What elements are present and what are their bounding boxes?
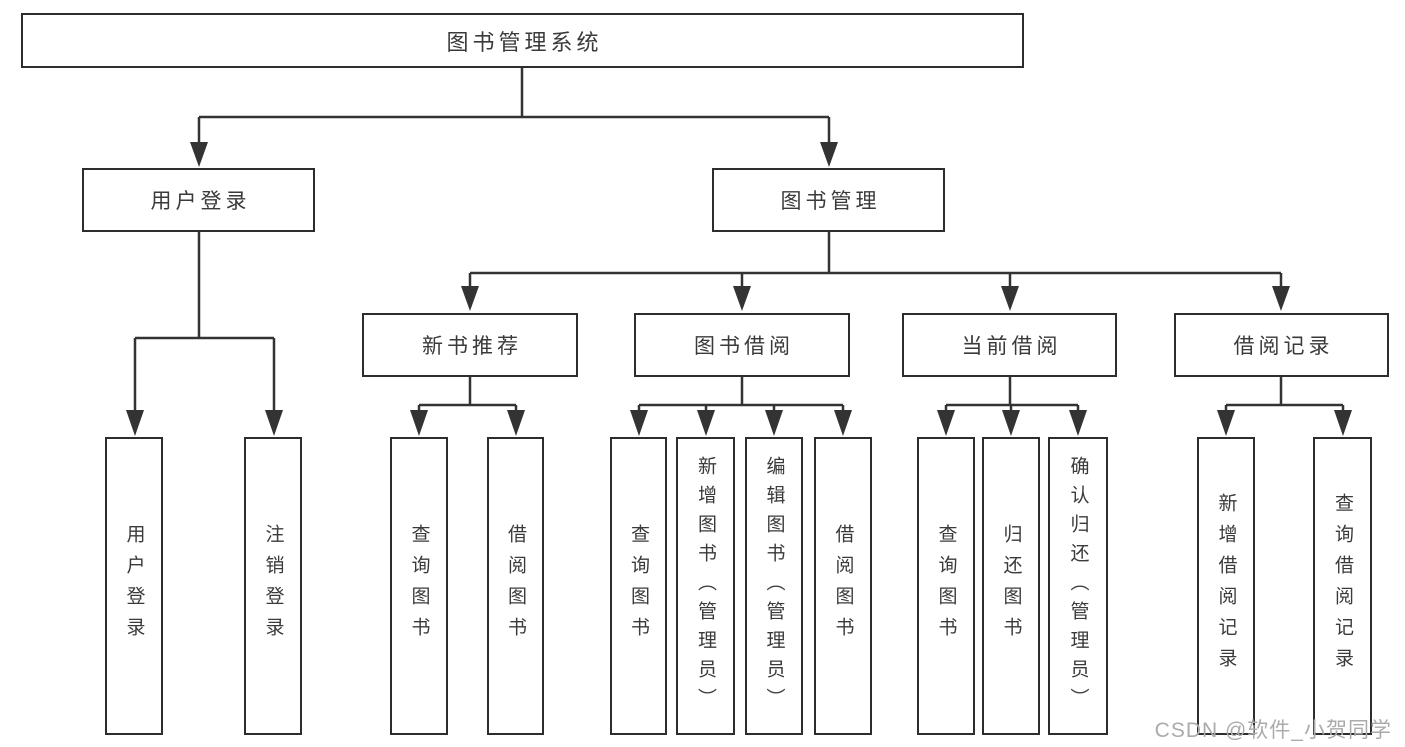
arrow-down-icon: [1217, 410, 1235, 436]
arrow-down-icon: [126, 410, 144, 436]
connector-records-to-leaves: [1224, 377, 1345, 412]
arrow-down-icon: [461, 286, 479, 311]
leaf-query-borrow-record: 查询借阅记录: [1313, 437, 1372, 735]
leaf-query-books-1-label: 查询图书: [408, 524, 430, 648]
leaf-borrow-books-1: 借阅图书: [487, 437, 544, 735]
leaf-add-books-admin-label: 新增图书（管理员）: [695, 455, 716, 717]
arrow-down-icon: [697, 410, 715, 436]
arrow-down-icon: [1069, 410, 1087, 436]
arrow-down-icon: [820, 142, 838, 167]
node-current-borrow-label: 当前借阅: [961, 335, 1062, 358]
arrow-down-icon: [1001, 286, 1019, 311]
arrow-down-icon: [834, 410, 852, 436]
leaf-add-books-admin: 新增图书（管理员）: [676, 437, 735, 735]
arrow-down-icon: [937, 410, 955, 436]
node-new-books-label: 新书推荐: [422, 335, 522, 358]
node-current-borrow: 当前借阅: [902, 313, 1117, 377]
leaf-query-books-2-label: 查询图书: [628, 524, 649, 648]
arrow-down-icon: [265, 410, 283, 436]
arrow-down-icon: [1334, 410, 1352, 436]
leaf-query-borrow-record-label: 查询借阅记录: [1332, 493, 1353, 679]
csdn-watermark: CSDN @软件_小贺同学: [1154, 719, 1392, 742]
node-borrowing-label: 图书借阅: [694, 335, 794, 358]
node-book-mgmt: 图书管理: [712, 168, 945, 232]
leaf-query-books-2: 查询图书: [610, 437, 667, 735]
arrow-down-icon: [765, 410, 783, 436]
leaf-query-books-3: 查询图书: [917, 437, 975, 735]
leaf-borrow-books-2-label: 借阅图书: [832, 524, 854, 648]
leaf-add-borrow-record-label: 新增借阅记录: [1215, 493, 1237, 679]
node-borrow-records: 借阅记录: [1174, 313, 1389, 377]
connector-user-login-to-leaves: [133, 232, 276, 412]
node-book-mgmt-label: 图书管理: [780, 190, 881, 213]
arrow-down-icon: [630, 410, 648, 436]
leaf-query-books-1: 查询图书: [390, 437, 448, 735]
leaf-query-books-3-label: 查询图书: [935, 524, 957, 648]
leaf-add-borrow-record: 新增借阅记录: [1197, 437, 1255, 735]
leaf-edit-books-admin-label: 编辑图书（管理员）: [763, 455, 785, 717]
leaf-logout: 注销登录: [244, 437, 302, 735]
arrow-down-icon: [410, 410, 428, 436]
arrow-down-icon: [190, 142, 208, 167]
connector-root-to-level2: [197, 68, 831, 144]
leaf-user-login-label: 用户登录: [123, 524, 145, 648]
node-new-books: 新书推荐: [362, 313, 578, 377]
connector-new-books-to-leaves: [417, 377, 518, 412]
leaf-confirm-return-admin: 确认归还（管理员）: [1048, 437, 1108, 735]
leaf-logout-label: 注销登录: [262, 524, 284, 648]
connector-borrowing-to-leaves: [637, 377, 845, 412]
leaf-borrow-books-1-label: 借阅图书: [505, 524, 526, 648]
node-root: 图书管理系统: [21, 13, 1024, 68]
leaf-return-books: 归还图书: [982, 437, 1040, 735]
leaf-confirm-return-admin-label: 确认归还（管理员）: [1067, 455, 1089, 717]
leaf-edit-books-admin: 编辑图书（管理员）: [745, 437, 803, 735]
connector-book-mgmt-to-level3: [468, 232, 1283, 288]
leaf-user-login: 用户登录: [105, 437, 163, 735]
leaf-borrow-books-2: 借阅图书: [814, 437, 872, 735]
leaf-return-books-label: 归还图书: [1000, 524, 1022, 648]
arrow-down-icon: [1002, 410, 1020, 436]
node-borrowing: 图书借阅: [634, 313, 850, 377]
node-borrow-records-label: 借阅记录: [1233, 335, 1334, 358]
node-root-label: 图书管理系统: [446, 29, 603, 55]
arrow-down-icon: [507, 410, 525, 436]
connector-current-to-leaves: [944, 377, 1080, 412]
arrow-down-icon: [1272, 286, 1290, 311]
arrow-down-icon: [733, 286, 751, 311]
node-user-login: 用户登录: [82, 168, 315, 232]
node-user-login-label: 用户登录: [150, 190, 251, 213]
